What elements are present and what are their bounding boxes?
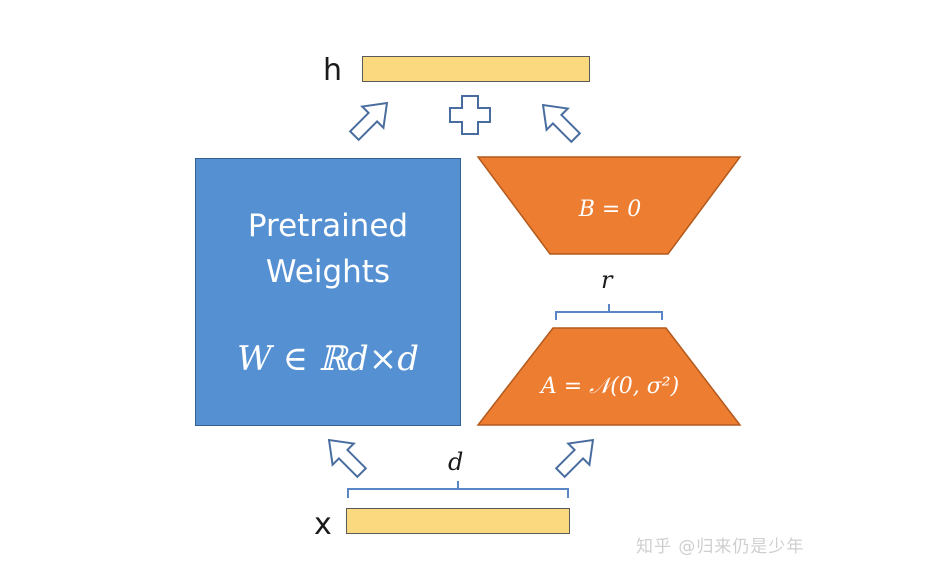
bracket-r bbox=[555, 304, 663, 320]
input-label: x bbox=[314, 507, 332, 542]
trapezoid-a bbox=[476, 327, 742, 426]
input-vector-bar bbox=[346, 508, 570, 534]
rank-label: r bbox=[601, 266, 613, 294]
output-label: h bbox=[323, 53, 343, 88]
dim-label: d bbox=[448, 448, 464, 476]
arrow-up-right-icon bbox=[348, 101, 389, 142]
a-formula: A = 𝒩(0, σ²) bbox=[540, 374, 680, 399]
bracket-d bbox=[347, 481, 569, 498]
output-vector-bar bbox=[362, 56, 590, 82]
weights-title: Pretrained Weights bbox=[247, 208, 409, 290]
pretrained-weights-block: Pretrained Weights W ∈ ℝd×d bbox=[195, 158, 461, 426]
watermark: 知乎 @归来仍是少年 bbox=[636, 537, 805, 557]
b-formula: B = 0 bbox=[578, 197, 642, 222]
arrow-up-left-icon bbox=[327, 438, 368, 479]
arrow-up-left-icon bbox=[541, 103, 582, 144]
trapezoid-b bbox=[476, 156, 742, 255]
arrow-up-right-icon bbox=[554, 438, 595, 479]
plus-icon bbox=[449, 95, 491, 135]
weights-formula: W ∈ ℝd×d bbox=[236, 339, 419, 379]
